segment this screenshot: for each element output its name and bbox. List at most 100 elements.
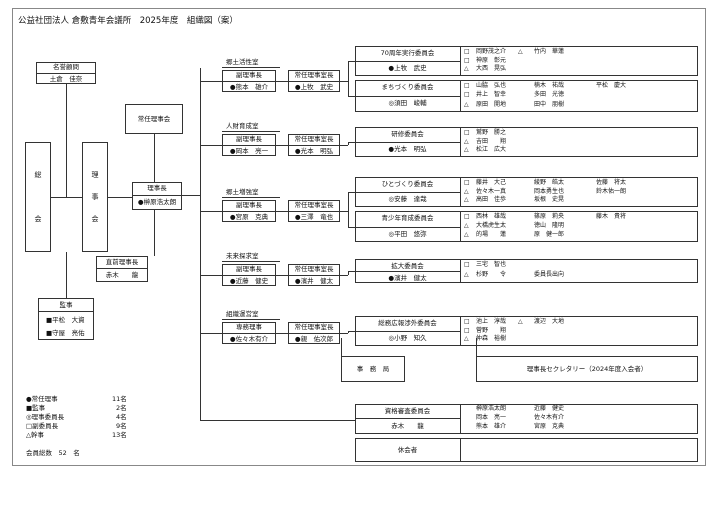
member-role: □ [464,179,470,186]
legend-label-1: ●常任理事 [26,395,58,403]
committee-box [355,211,698,242]
committee-split [460,211,461,242]
section-underline [222,261,280,262]
shikaku-member: 近藤 健史 [534,405,565,412]
committee-spine [348,142,349,145]
committee-chair: ◎安藤 達哉 [388,195,427,203]
committee-divider [355,271,460,272]
section-branch [200,274,222,276]
chief-divider [288,81,340,82]
member-name: 田中 朋樹 [534,100,565,108]
member-role: △ [464,222,469,229]
vp-divider [222,211,276,212]
member-total: 会員総数 52 名 [26,449,80,457]
chief-name: ●親 佑次郎 [294,335,334,343]
page-frame [12,8,706,466]
committee-spine [348,192,349,227]
member-role: □ [464,129,470,136]
committee-link [348,96,355,97]
committee-split [460,80,461,112]
kanji-title: 監事 [59,301,73,309]
kyukaisha-box [355,438,698,462]
kanji-member-2: ■守屋 亮佑 [46,329,85,337]
section-branch [200,210,222,212]
member-role: □ [464,261,470,268]
member-role: △ [464,100,469,108]
chief-out [340,274,348,276]
legend-label-2: ■監事 [26,404,46,412]
member-name: 委員長出向 [534,271,565,278]
member-name: 山脇 弘也 [476,82,507,89]
committee-chair: ●上牧 武史 [388,64,427,72]
committee-title: まちづくり委員会 [381,83,434,91]
committee-divider [355,142,460,143]
committee-split [460,259,461,283]
committee-divider [355,226,460,228]
chief-name: ●濱井 健太 [294,277,334,285]
member-role: □ [464,48,470,55]
member-role: □ [464,56,470,64]
member-name: 徳山 隆明 [534,222,565,229]
chief-title: 常任理事室長 [294,201,334,209]
vp-chief-link [276,210,288,212]
section-name: 未来探求室 [226,252,259,260]
chief-divider [288,211,340,212]
member-name: 原 健一郎 [534,231,565,238]
section-name: 郷土増強室 [226,188,259,196]
vp-name: ●近藤 健史 [229,277,269,285]
rijicho-title: 理事長 [147,184,167,192]
vp-chief-link [276,274,288,276]
committee-title: 拡大委員会 [391,262,424,270]
legend-count-3: 4名 [116,413,127,421]
rijikai-char-1: 理 [91,171,99,179]
committee-spine [348,61,349,96]
committee-link [348,142,355,143]
member-name: 藤井 大己 [476,179,507,186]
legend-count-5: 13名 [112,431,127,439]
member-name: 杉野 令 [476,271,507,278]
section-underline [222,197,280,198]
legend-count-1: 11名 [112,395,127,403]
vp-title: 専務理事 [236,323,262,331]
rijikai-char-2: 事 [91,193,99,201]
member-name: 岡本勇生也 [534,187,565,195]
chief-divider [288,275,340,276]
shikaku-member: 熊本 雄介 [476,423,507,430]
member-name: 仲森 裕樹 [476,335,507,343]
committee-title: 研修委員会 [391,130,424,138]
page-title: 公益社団法人 倉敷青年会議所 2025年度 組織図（案） [18,16,238,26]
vp-title: 副理事長 [236,201,262,209]
member-role: □ [464,326,470,334]
member-name: 平松 慶大 [596,82,627,89]
shikaku-box [355,404,698,434]
member-name: 大橋虎生太 [476,222,507,229]
komon-title: 名誉顧問 [53,63,79,71]
vp-title: 副理事長 [236,265,262,273]
secretary-box [476,356,698,382]
zenrijicho-box [96,256,148,282]
member-name: 菅野 翔 [476,326,507,334]
vp-divider [222,145,276,146]
chief-divider [288,145,340,146]
committee-split [460,127,461,157]
chief-out [340,210,348,212]
member-name: 篠原 莉央 [534,213,565,220]
committee-link [348,271,355,272]
member-name: 鈴木佑一朗 [596,187,627,195]
section-name: 人財育成室 [226,122,259,130]
committee-title: 青少年育成委員会 [381,214,434,222]
soukai-box [25,142,51,252]
member-name: 大西 晃弘 [476,65,507,73]
rijicho-name: ●榊原浩太朗 [137,198,177,206]
committee-divider [355,192,460,193]
section-branch [200,80,222,82]
komon-name: 土倉 佳奈 [49,75,83,83]
vp-divider [222,333,276,334]
rijikai-char-3: 会 [91,215,99,223]
kanji-member-1: ■平松 大資 [46,316,85,324]
chief-name: ●上牧 武史 [294,83,334,91]
legend-count-4: 9名 [116,422,127,430]
committee-link [348,226,355,228]
shikaku-member: 佐々木有介 [534,414,565,421]
committee-divider [355,61,460,62]
